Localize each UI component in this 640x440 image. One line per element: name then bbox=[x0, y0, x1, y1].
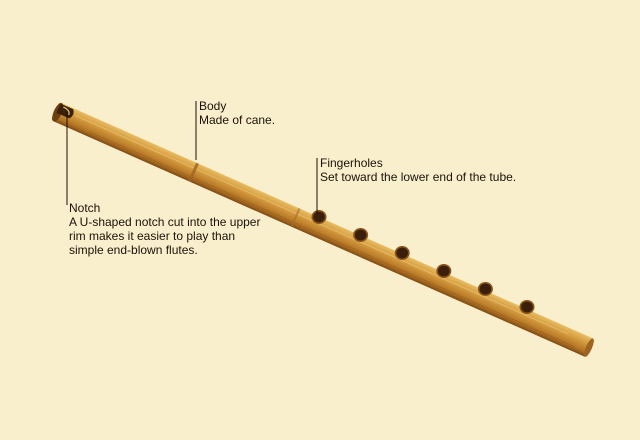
fingerholes-callout-description: Set toward the lower end of the tube. bbox=[320, 170, 517, 184]
notch-highlight bbox=[63, 106, 70, 116]
fingerholes-callout-title: Fingerholes bbox=[320, 156, 383, 170]
fingerhole bbox=[438, 265, 450, 277]
notch-cut bbox=[56, 103, 74, 119]
fingerhole bbox=[396, 247, 409, 259]
notch-callout: Notch A U-shaped notch cut into the uppe… bbox=[69, 201, 269, 257]
fingerhole bbox=[521, 301, 533, 313]
fingerhole bbox=[354, 229, 367, 241]
lower-rim bbox=[584, 338, 594, 357]
fingerholes-callout: Fingerholes Set toward the lower end of … bbox=[320, 156, 580, 184]
fingerhole bbox=[313, 211, 325, 223]
body-callout: Body Made of cane. bbox=[199, 99, 359, 127]
cane-grain bbox=[74, 114, 569, 335]
cane-node bbox=[290, 208, 301, 228]
notch-callout-title: Notch bbox=[69, 201, 101, 215]
body-callout-description: Made of cane. bbox=[199, 113, 276, 127]
cane-node bbox=[188, 162, 199, 183]
flute-tube bbox=[51, 102, 594, 357]
notch-callout-description: A U-shaped notch cut into the upper rim … bbox=[69, 215, 261, 257]
fingerholes bbox=[311, 210, 535, 314]
cane-grain bbox=[89, 131, 575, 347]
flute bbox=[51, 102, 594, 357]
fingerhole bbox=[479, 283, 492, 295]
body-callout-title: Body bbox=[199, 99, 227, 113]
